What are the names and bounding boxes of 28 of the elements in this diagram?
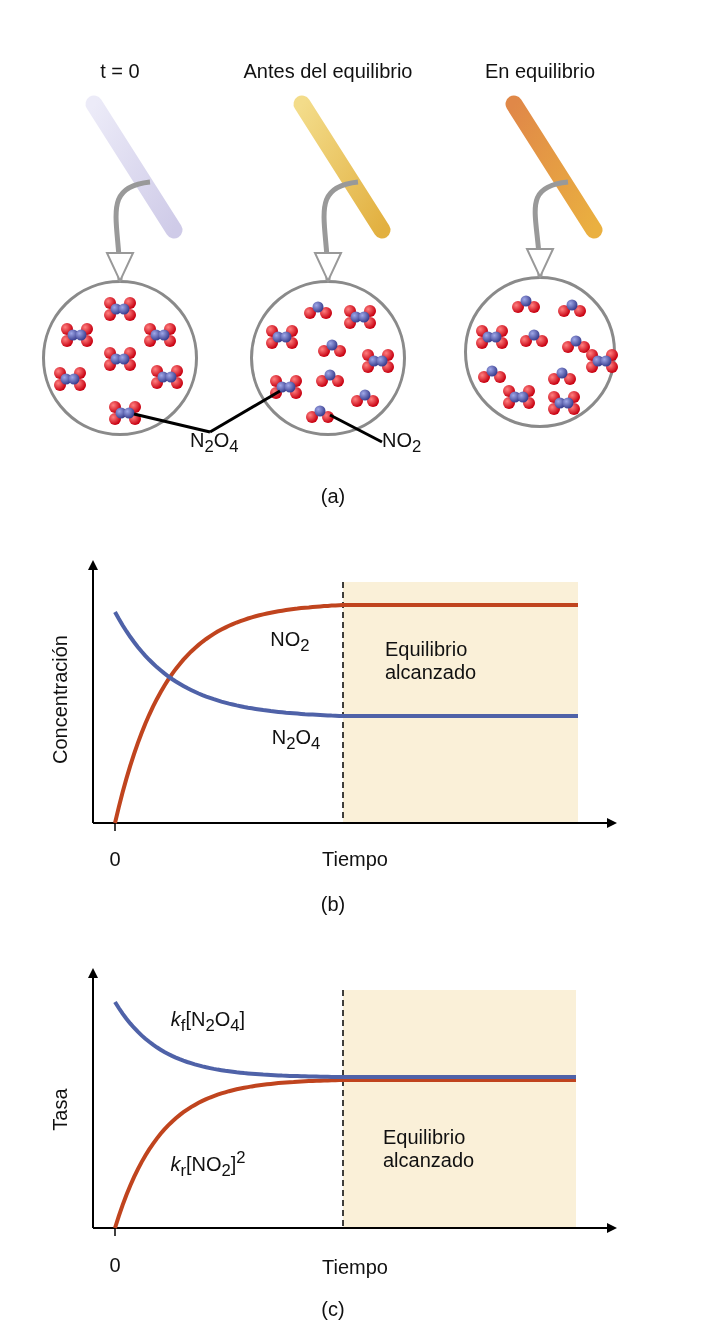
leader-line xyxy=(133,412,211,434)
caption-label: Antes del equilibrio xyxy=(243,60,413,83)
curve-label: NO$_{2}$ xyxy=(270,628,310,656)
tick-label: 0 xyxy=(109,848,121,871)
curve-label: k$_{r}$[NO$_{2}$]$^{2}$ xyxy=(170,1148,246,1180)
caption-label: En equilibrio xyxy=(484,60,596,83)
region-label: Equilibrio alcanzado xyxy=(385,638,478,684)
region-label: Equilibrio alcanzado xyxy=(383,1126,476,1172)
panel-label: (c) xyxy=(321,1298,345,1321)
molecule-icon xyxy=(269,373,303,401)
panel-label: (a) xyxy=(320,485,346,508)
arrow xyxy=(313,179,359,282)
arrow xyxy=(525,179,569,278)
axis-title: Concentración xyxy=(48,635,72,764)
axis-title: Tasa xyxy=(48,1088,72,1131)
arrow xyxy=(105,179,151,282)
leader-line xyxy=(209,389,281,434)
curve-label: N$_{2}$O$_{4}$ xyxy=(271,726,321,754)
molecule-icon xyxy=(108,399,142,427)
tick-label: 0 xyxy=(109,1254,121,1277)
axis-title: Tiempo xyxy=(322,1256,388,1279)
caption-label: t = 0 xyxy=(100,60,140,83)
curve-label: k$_{f}$[N$_{2}$O$_{4}$] xyxy=(170,1008,246,1036)
axis-title: Tiempo xyxy=(322,848,388,871)
formula-label: N$_{2}$O$_{4}$ xyxy=(190,428,239,457)
panel-label: (b) xyxy=(320,893,346,916)
formula-label: NO$_{2}$ xyxy=(382,428,422,457)
leader-line xyxy=(329,413,383,444)
